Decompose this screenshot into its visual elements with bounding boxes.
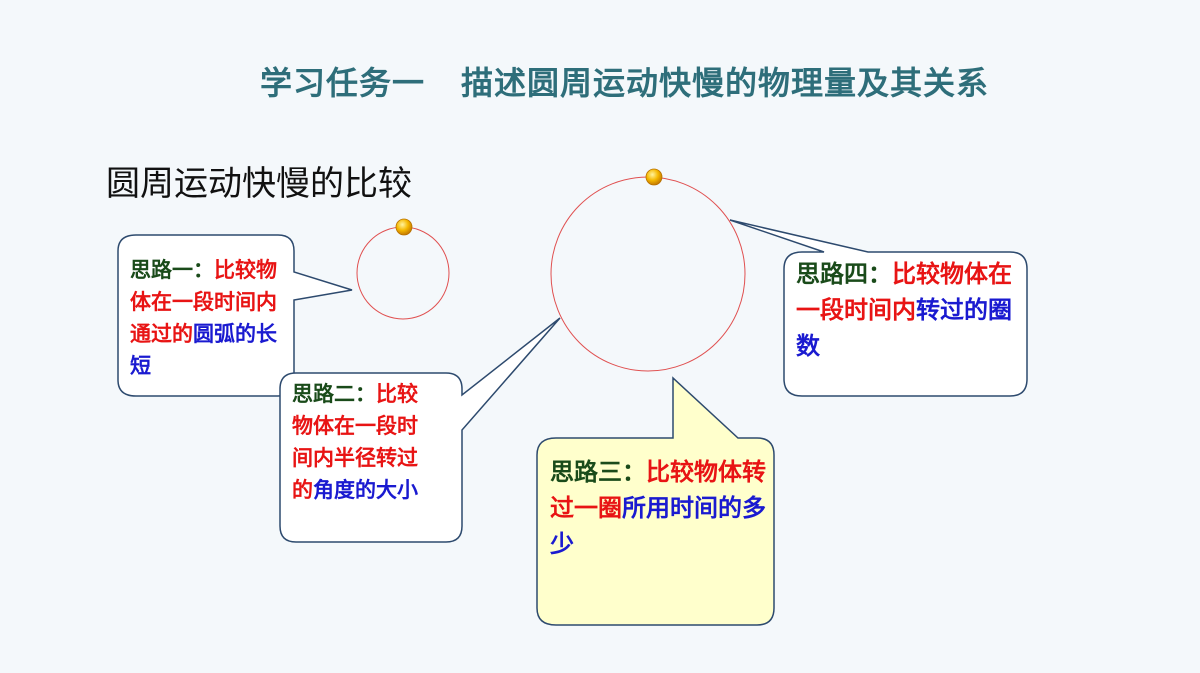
bubble-two-blue: 角度的大小: [313, 478, 418, 502]
bubble-three-blue: 所用时间的多少: [550, 494, 766, 558]
small-circle: [356, 226, 450, 320]
bubble-one-text: 思路一：比较物体在一段时间内通过的圆弧的长短: [130, 254, 286, 382]
bubble-one-lead: 思路一：: [130, 258, 214, 282]
bubble-four-text: 思路四：比较物体在一段时间内转过的圈数: [796, 256, 1016, 364]
bubble-two-shape: [279, 317, 561, 543]
bubble-four-blue: 转过的圈数: [796, 296, 1012, 360]
bubble-two-text: 思路二：比较物体在一段时间内半径转过的角度的大小: [292, 378, 432, 506]
title-topic: 描述圆周运动快慢的物理量及其关系: [461, 64, 990, 102]
bubble-three-text: 思路三：比较物体转过一圈所用时间的多少: [550, 454, 770, 562]
bubble-one-blue: 圆弧的长短: [130, 322, 277, 378]
bubble-one-red: 比较物体在一段时间内通过的: [130, 258, 277, 346]
large-circle: [550, 176, 746, 372]
bubble-two-lead: 思路二：: [292, 382, 376, 406]
bubble-four-red: 比较物体在一段时间内: [796, 260, 1012, 324]
bubble-two-red: 比较物体在一段时间内半径转过的: [292, 382, 418, 502]
bubble-three-shape: [536, 376, 775, 626]
page-title: 学习任务一描述圆周运动快慢的物理量及其关系: [260, 58, 989, 104]
large-ball: [645, 168, 663, 186]
bubble-three-red: 比较物体转过一圈: [550, 458, 766, 522]
section-subtitle: 圆周运动快慢的比较: [106, 164, 412, 204]
bubble-four-shape: [729, 219, 1028, 397]
small-ball: [395, 218, 413, 236]
bubble-three-lead: 思路三：: [550, 458, 646, 486]
title-task: 学习任务一: [260, 64, 426, 102]
bubble-four-lead: 思路四：: [796, 260, 892, 288]
